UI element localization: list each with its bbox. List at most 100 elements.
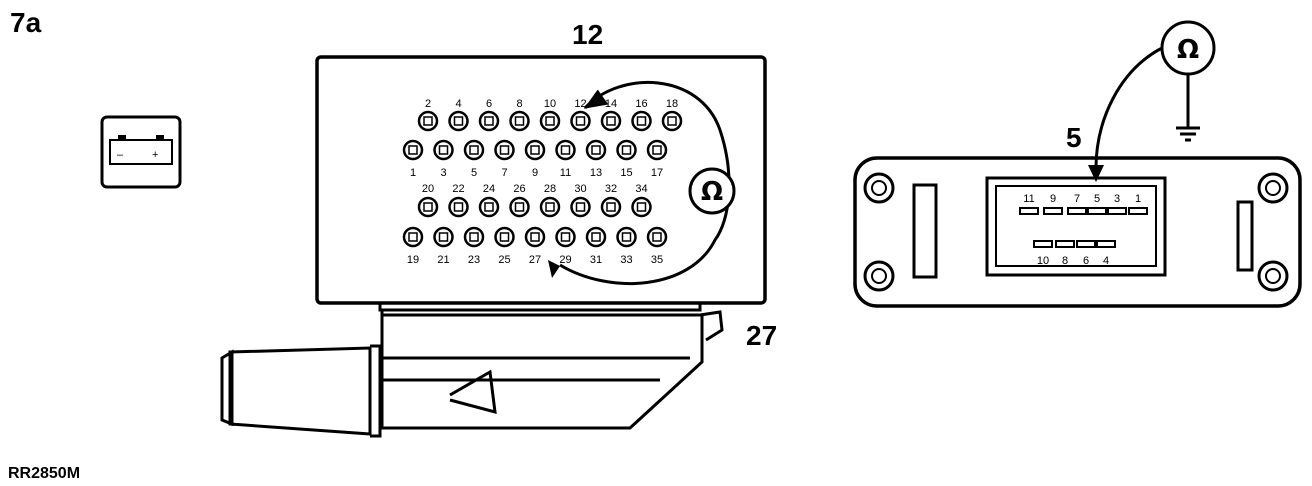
connector-pin: [646, 226, 668, 248]
terminal-number-label: 6: [1083, 255, 1089, 267]
connector-pin: [585, 226, 607, 248]
figure-label: 7a: [10, 7, 42, 38]
terminal-slot: [1067, 207, 1087, 215]
connector-pin: [448, 196, 469, 218]
latch-left: [912, 183, 938, 279]
connector-pin: [433, 139, 454, 161]
terminal-slot: [1096, 240, 1116, 248]
pin-number-label: 20: [422, 183, 434, 195]
terminal-slot: [1043, 207, 1063, 215]
pin-number-label: 29: [559, 254, 571, 266]
pin-number-label: 13: [590, 167, 602, 179]
terminal-number-label: 3: [1114, 193, 1120, 205]
relay-connector-body: [853, 156, 1302, 308]
terminal-number-label: 5: [1094, 193, 1100, 205]
connector-pin: [616, 139, 637, 161]
connector-pin: [524, 139, 546, 161]
relay-ohm-symbol: Ω: [1177, 35, 1199, 65]
pin-number-label: 30: [574, 183, 586, 195]
ohmmeter-icon: [688, 167, 736, 215]
pin-number-label: 23: [468, 254, 480, 266]
terminal-number-label: 7: [1074, 193, 1080, 205]
connector-pin: [539, 196, 561, 218]
connector-pin: [555, 226, 576, 248]
ecu-pin-grid: [402, 110, 683, 248]
pin-number-label: 18: [666, 98, 678, 110]
pin-number-label: 15: [620, 167, 632, 179]
mount-hole-br: [1257, 260, 1289, 292]
pin-number-label: 26: [513, 183, 525, 195]
connector-pin: [539, 110, 561, 132]
mount-hole-tr: [1257, 172, 1289, 204]
terminal-slot: [1033, 240, 1053, 248]
pin-number-label: 16: [635, 98, 647, 110]
terminal-window: [985, 176, 1167, 277]
pin-number-label: 6: [486, 98, 492, 110]
connector-pin: [646, 139, 668, 161]
connector-pin: [555, 139, 576, 161]
connector-pin: [570, 110, 591, 132]
pin-number-label: 8: [516, 98, 522, 110]
connector-pin: [478, 110, 500, 132]
pin-number-label: 1: [410, 167, 416, 179]
connector-pin: [463, 226, 485, 248]
terminal-number-label: 10: [1037, 255, 1049, 267]
pin-number-label: 9: [532, 167, 538, 179]
terminal-slot: [1087, 207, 1107, 215]
pin-number-label: 4: [455, 98, 461, 110]
connector-pin: [600, 196, 622, 218]
pin-number-label: 34: [635, 183, 647, 195]
pin-number-label: 11: [560, 167, 571, 179]
latch-right: [1236, 200, 1254, 272]
connector-pin: [616, 226, 637, 248]
connector-pin: [417, 110, 439, 132]
connector-pin: [478, 196, 500, 218]
connector-pin: [631, 196, 652, 218]
connector-pin: [448, 110, 469, 132]
terminal-slot: [1055, 240, 1075, 248]
terminal-slot: [1019, 207, 1039, 215]
pin-number-label: 2: [425, 98, 431, 110]
pin-number-label: 25: [498, 254, 510, 266]
connector-pin: [402, 226, 424, 248]
connector-pin: [494, 139, 515, 161]
pin-number-label: 31: [590, 254, 602, 266]
terminal-number-label: 8: [1062, 255, 1068, 267]
callout-pin-12: 12: [572, 19, 603, 50]
ecu-connector-body: [315, 55, 767, 305]
connector-pin: [600, 110, 622, 132]
pin-number-label: 14: [605, 98, 617, 110]
connector-pin: [509, 110, 530, 132]
connector-pin: [631, 110, 652, 132]
pin-number-label: 10: [544, 98, 556, 110]
pin-number-label: 28: [544, 183, 556, 195]
ground-icon: [1176, 126, 1200, 142]
connector-pin: [417, 196, 439, 218]
connector-pin: [494, 226, 515, 248]
pin-number-label: 3: [440, 167, 446, 179]
terminal-number-label: 4: [1103, 255, 1109, 267]
terminal-number-label: 1: [1135, 193, 1141, 205]
pin-number-label: 32: [605, 183, 617, 195]
pin-number-label: 22: [452, 183, 464, 195]
battery-minus-label: –: [117, 149, 124, 161]
battery-icon: – +: [100, 115, 182, 189]
pin-number-label: 35: [651, 254, 663, 266]
battery-plus-label: +: [152, 149, 158, 161]
connector-pin: [509, 196, 530, 218]
reference-code: RR2850M: [8, 465, 80, 482]
callout-terminal-5: 5: [1066, 122, 1082, 153]
connector-pin: [524, 226, 546, 248]
connector-pin: [402, 139, 424, 161]
pin-number-label: 21: [437, 254, 449, 266]
connector-pin: [570, 196, 591, 218]
pin-number-label: 12: [574, 98, 586, 110]
terminal-slot: [1076, 240, 1096, 248]
pin-number-label: 7: [501, 167, 507, 179]
terminal-number-label: 9: [1050, 193, 1056, 205]
